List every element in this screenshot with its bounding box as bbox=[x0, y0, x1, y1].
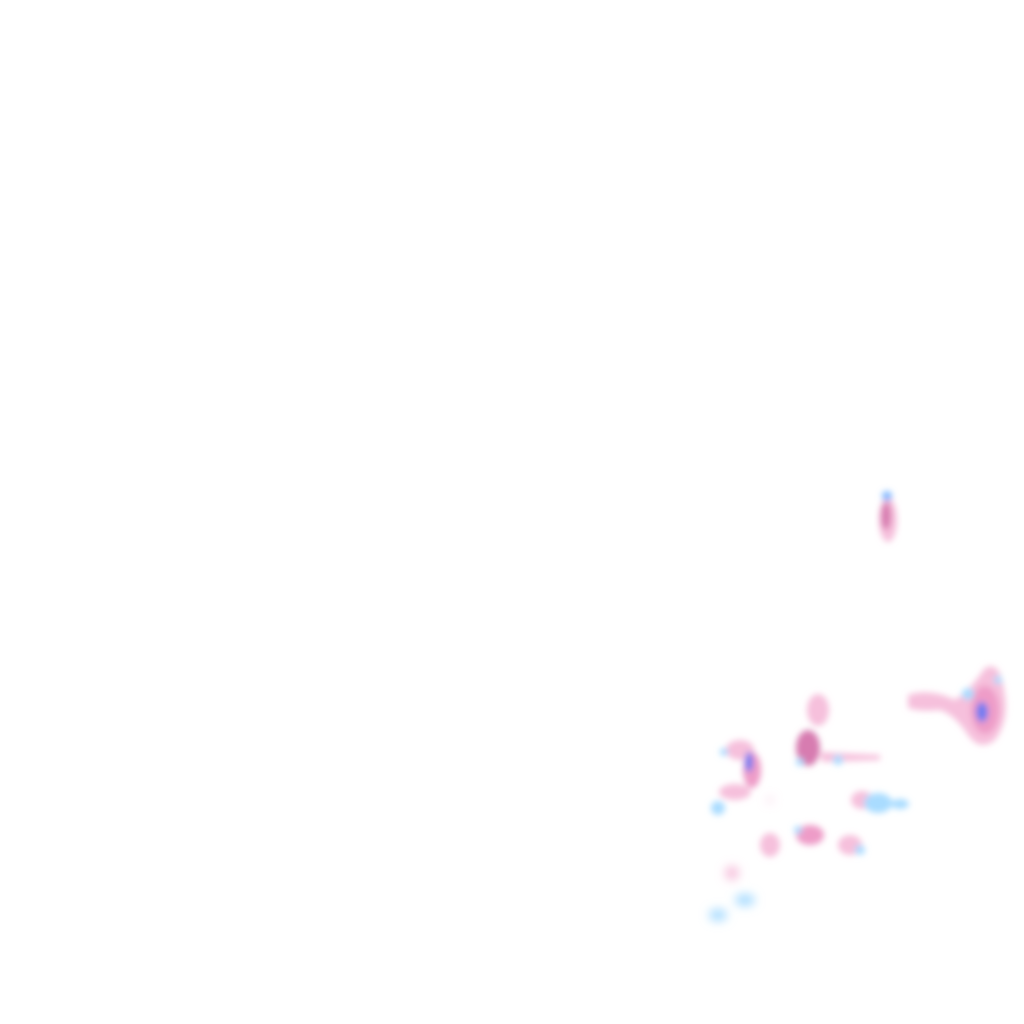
radar-cell-central bbox=[796, 694, 880, 766]
radar-cell-west bbox=[711, 740, 761, 815]
radar-cell-mideast bbox=[851, 791, 909, 813]
radar-cell-east bbox=[908, 666, 1006, 745]
radar-cell-north bbox=[879, 491, 897, 542]
radar-cell-south bbox=[760, 825, 865, 857]
radar-cell-southwest bbox=[709, 797, 773, 921]
